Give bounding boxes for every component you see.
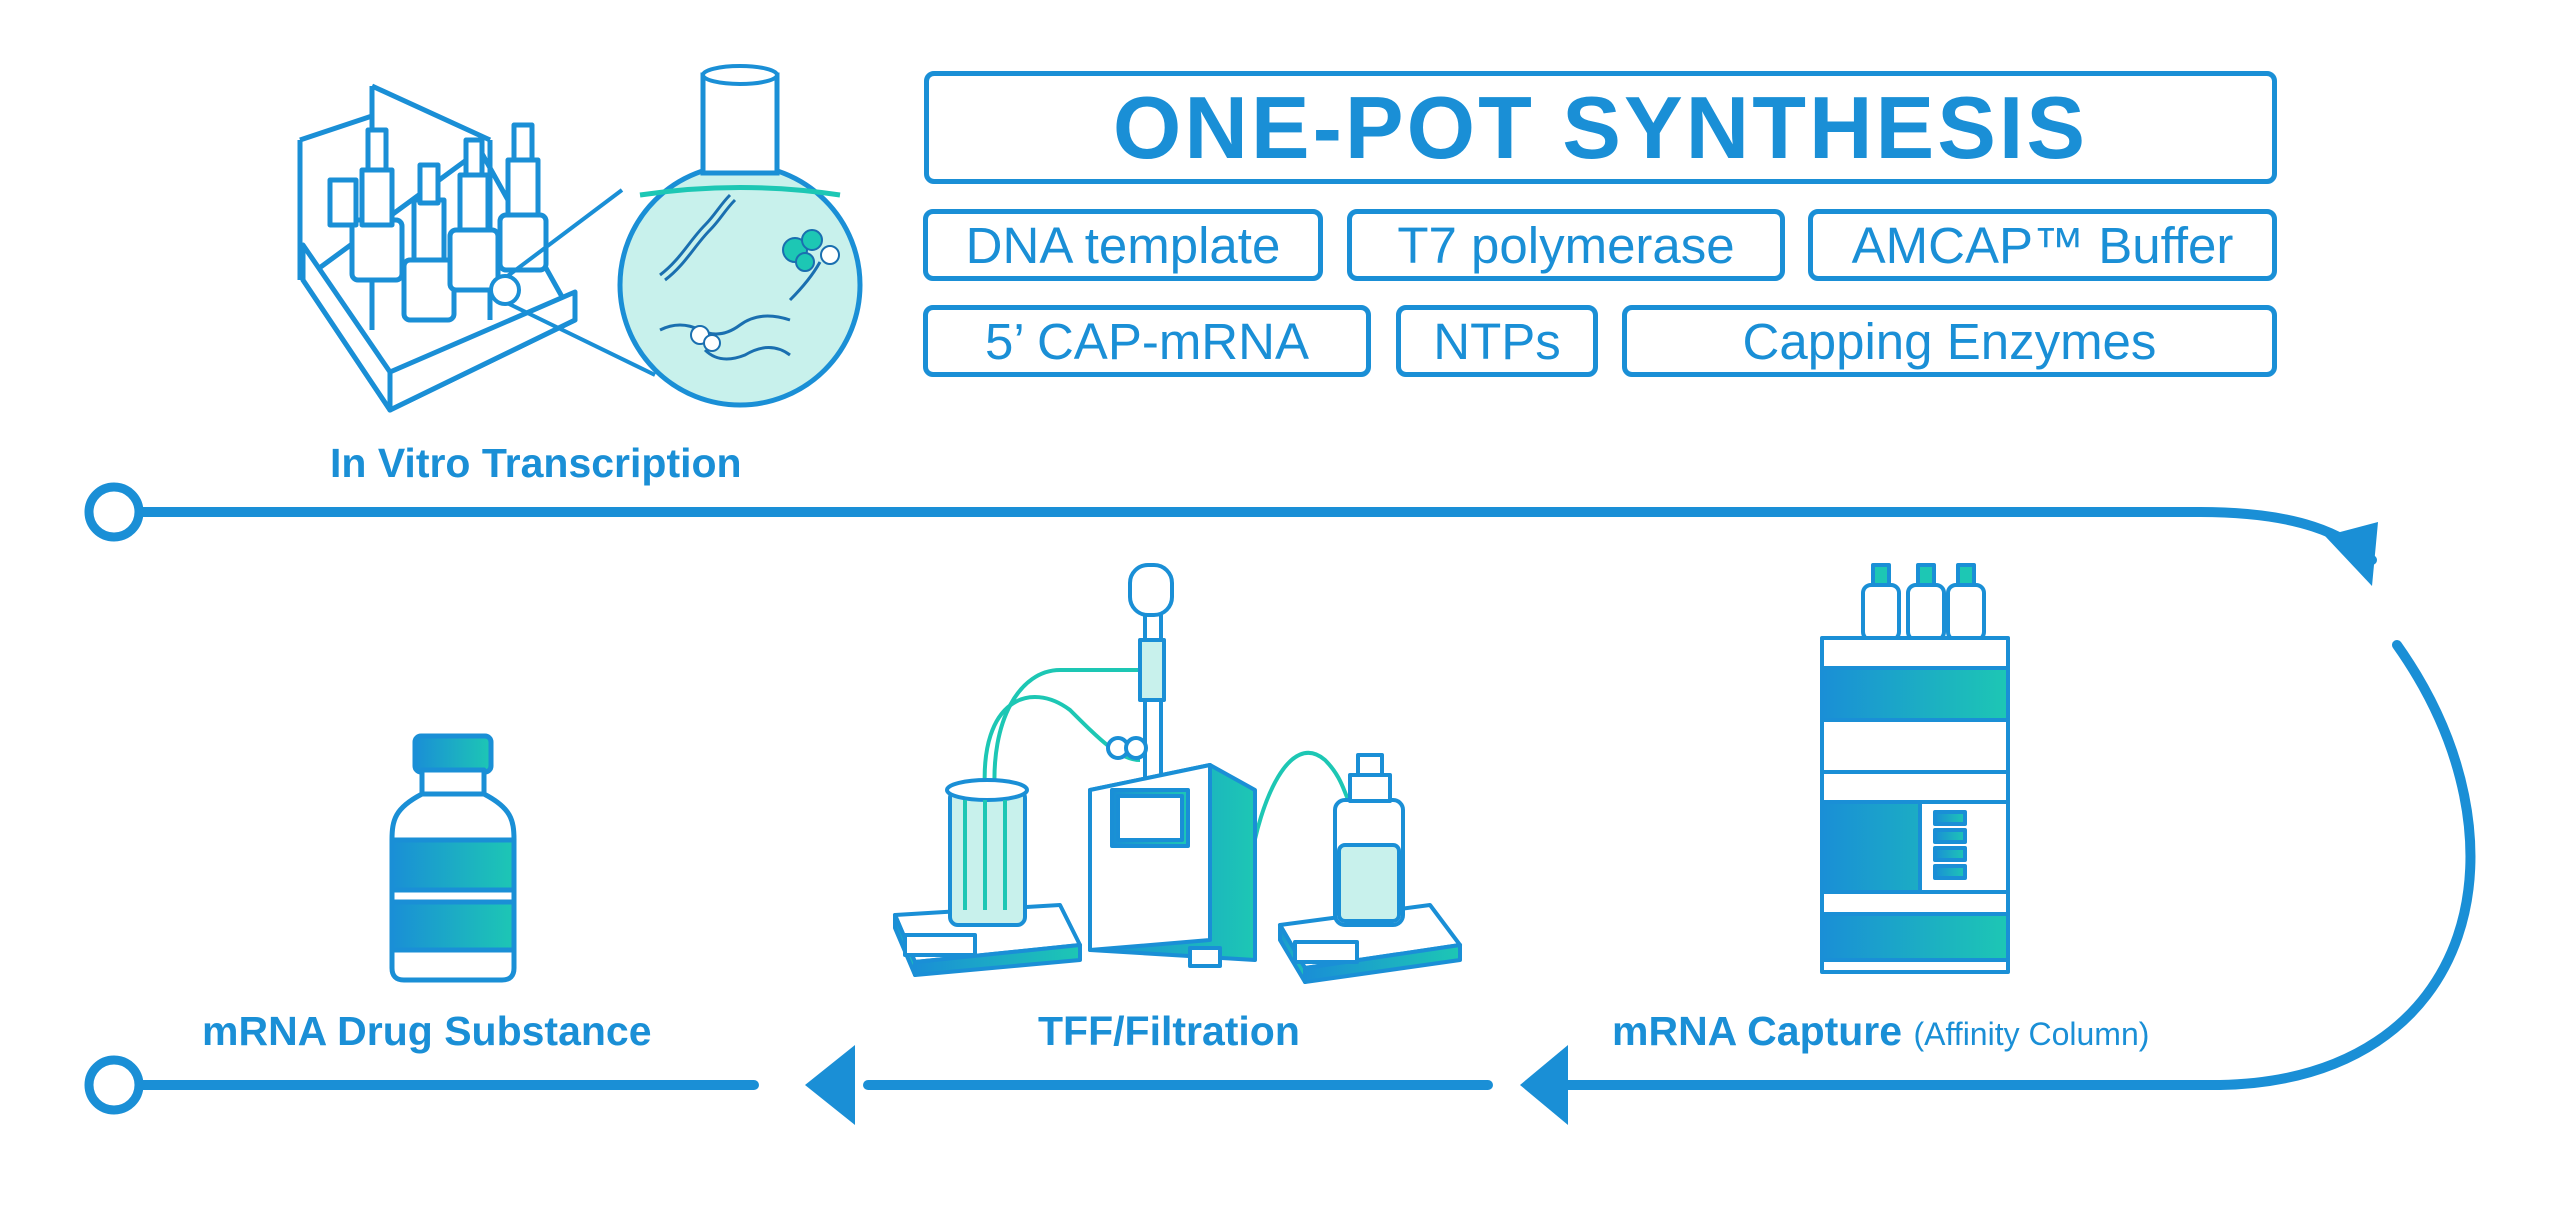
- ingredient-label: Capping Enzymes: [1742, 312, 2157, 370]
- end-node-icon: [84, 1055, 144, 1115]
- reaction-flask-icon: [617, 64, 863, 408]
- capture-note: (Affinity Column): [1913, 1016, 2150, 1052]
- page-title: ONE-POT SYNTHESIS: [1112, 77, 2089, 177]
- step-label-tff: TFF/Filtration: [1038, 1008, 1300, 1054]
- ingredient-label: 5’ CAP-mRNA: [985, 312, 1309, 370]
- arrowhead-left-icon: [805, 1045, 855, 1125]
- tff-system-icon: [893, 563, 1462, 984]
- ingredient-label: NTPs: [1433, 312, 1561, 370]
- ingredient-box: AMCAP™ Buffer: [1808, 209, 2277, 281]
- ingredient-label: AMCAP™ Buffer: [1851, 216, 2234, 274]
- flow-line-top: [137, 507, 2377, 565]
- hplc-stack-icon: [1820, 563, 2010, 974]
- ingredient-box: NTPs: [1396, 305, 1598, 377]
- ingredient-label: DNA template: [965, 216, 1281, 274]
- flow-markers: [84, 482, 2378, 1125]
- ingredient-box: DNA template: [923, 209, 1323, 281]
- ingredient-label: T7 polymerase: [1397, 216, 1735, 274]
- ingredient-box: T7 polymerase: [1347, 209, 1785, 281]
- step-label-drug: mRNA Drug Substance: [202, 1008, 652, 1054]
- step-label-capture: mRNA Capture (Affinity Column): [1612, 1008, 2149, 1055]
- flow-line-right-curve: [2215, 640, 2476, 1090]
- ingredient-box: Capping Enzymes: [1622, 305, 2277, 377]
- vial-icon: [389, 733, 517, 983]
- step-label-ivt: In Vitro Transcription: [330, 440, 742, 486]
- start-node-icon: [84, 482, 144, 542]
- capture-title: mRNA Capture: [1612, 1008, 1903, 1054]
- ingredient-box: 5’ CAP-mRNA: [923, 305, 1371, 377]
- ivt-reactor-icon: [297, 83, 578, 413]
- title-box: ONE-POT SYNTHESIS: [924, 71, 2277, 184]
- magnifier-lines: [489, 188, 656, 377]
- arrowhead-right-icon: [2325, 522, 2378, 586]
- arrowhead-left-icon: [1520, 1045, 1568, 1125]
